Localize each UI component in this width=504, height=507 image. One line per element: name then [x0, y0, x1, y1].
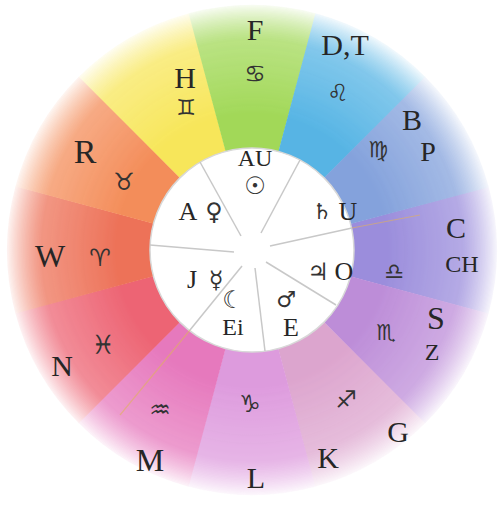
letter-label: R: [74, 135, 97, 169]
letter-label: B: [402, 105, 422, 135]
astro-symbol: ♈: [89, 246, 111, 270]
letter-label: Z: [425, 340, 440, 364]
letter-label: Ei: [222, 315, 243, 339]
virgo-wedge: [12, 10, 493, 491]
letter-label: A: [179, 199, 198, 225]
astro-symbol: ♂: [276, 289, 296, 311]
inner-dividers: [150, 160, 352, 351]
letter-label: G: [387, 417, 409, 447]
letter-label: S: [427, 302, 445, 334]
astro-symbol: ♑: [239, 392, 261, 416]
letter-label: U: [339, 199, 358, 225]
astro-symbol: ♀: [205, 200, 223, 224]
letter-label: D,T: [321, 30, 369, 60]
astro-symbol: ♓: [91, 332, 114, 358]
letter-label: C: [446, 213, 466, 243]
astro-symbol: ♋: [244, 62, 266, 86]
astro-symbol: ♌: [327, 81, 349, 105]
astro-symbol: ☿: [209, 268, 224, 292]
astro-symbol: ☾: [222, 288, 244, 312]
astro-symbol: ♏: [376, 322, 396, 344]
astro-symbol: ♊: [176, 97, 196, 119]
letter-label: N: [51, 351, 73, 381]
letter-label: L: [247, 463, 265, 493]
pisces-wedge: [12, 10, 493, 491]
letter-label: H: [174, 63, 196, 93]
letter-label: J: [187, 267, 197, 293]
astro-symbol: ♄: [312, 201, 332, 223]
astro-symbol: ♒: [149, 398, 171, 422]
letter-label: O: [335, 259, 354, 285]
astro-symbol: ♎: [384, 261, 404, 283]
letter-label: AU: [238, 146, 273, 170]
letter-label: F: [247, 15, 264, 45]
gemini-wedge: [12, 10, 493, 491]
astro-symbol: ☉: [244, 174, 266, 198]
letter-label: P: [420, 138, 436, 166]
astro-symbol: ♃: [307, 260, 329, 284]
letter-label: W: [35, 240, 65, 272]
letter-label: M: [136, 444, 164, 476]
astro-symbol: ♉: [113, 170, 135, 194]
inner-circle: [150, 148, 354, 352]
letter-label: CH: [445, 252, 478, 276]
sagittarius-wedge: [12, 10, 493, 491]
astro-symbol: ♐: [335, 388, 357, 412]
letter-label: E: [283, 315, 299, 341]
astro-symbol: ♍: [368, 139, 388, 161]
letter-label: K: [317, 443, 339, 473]
